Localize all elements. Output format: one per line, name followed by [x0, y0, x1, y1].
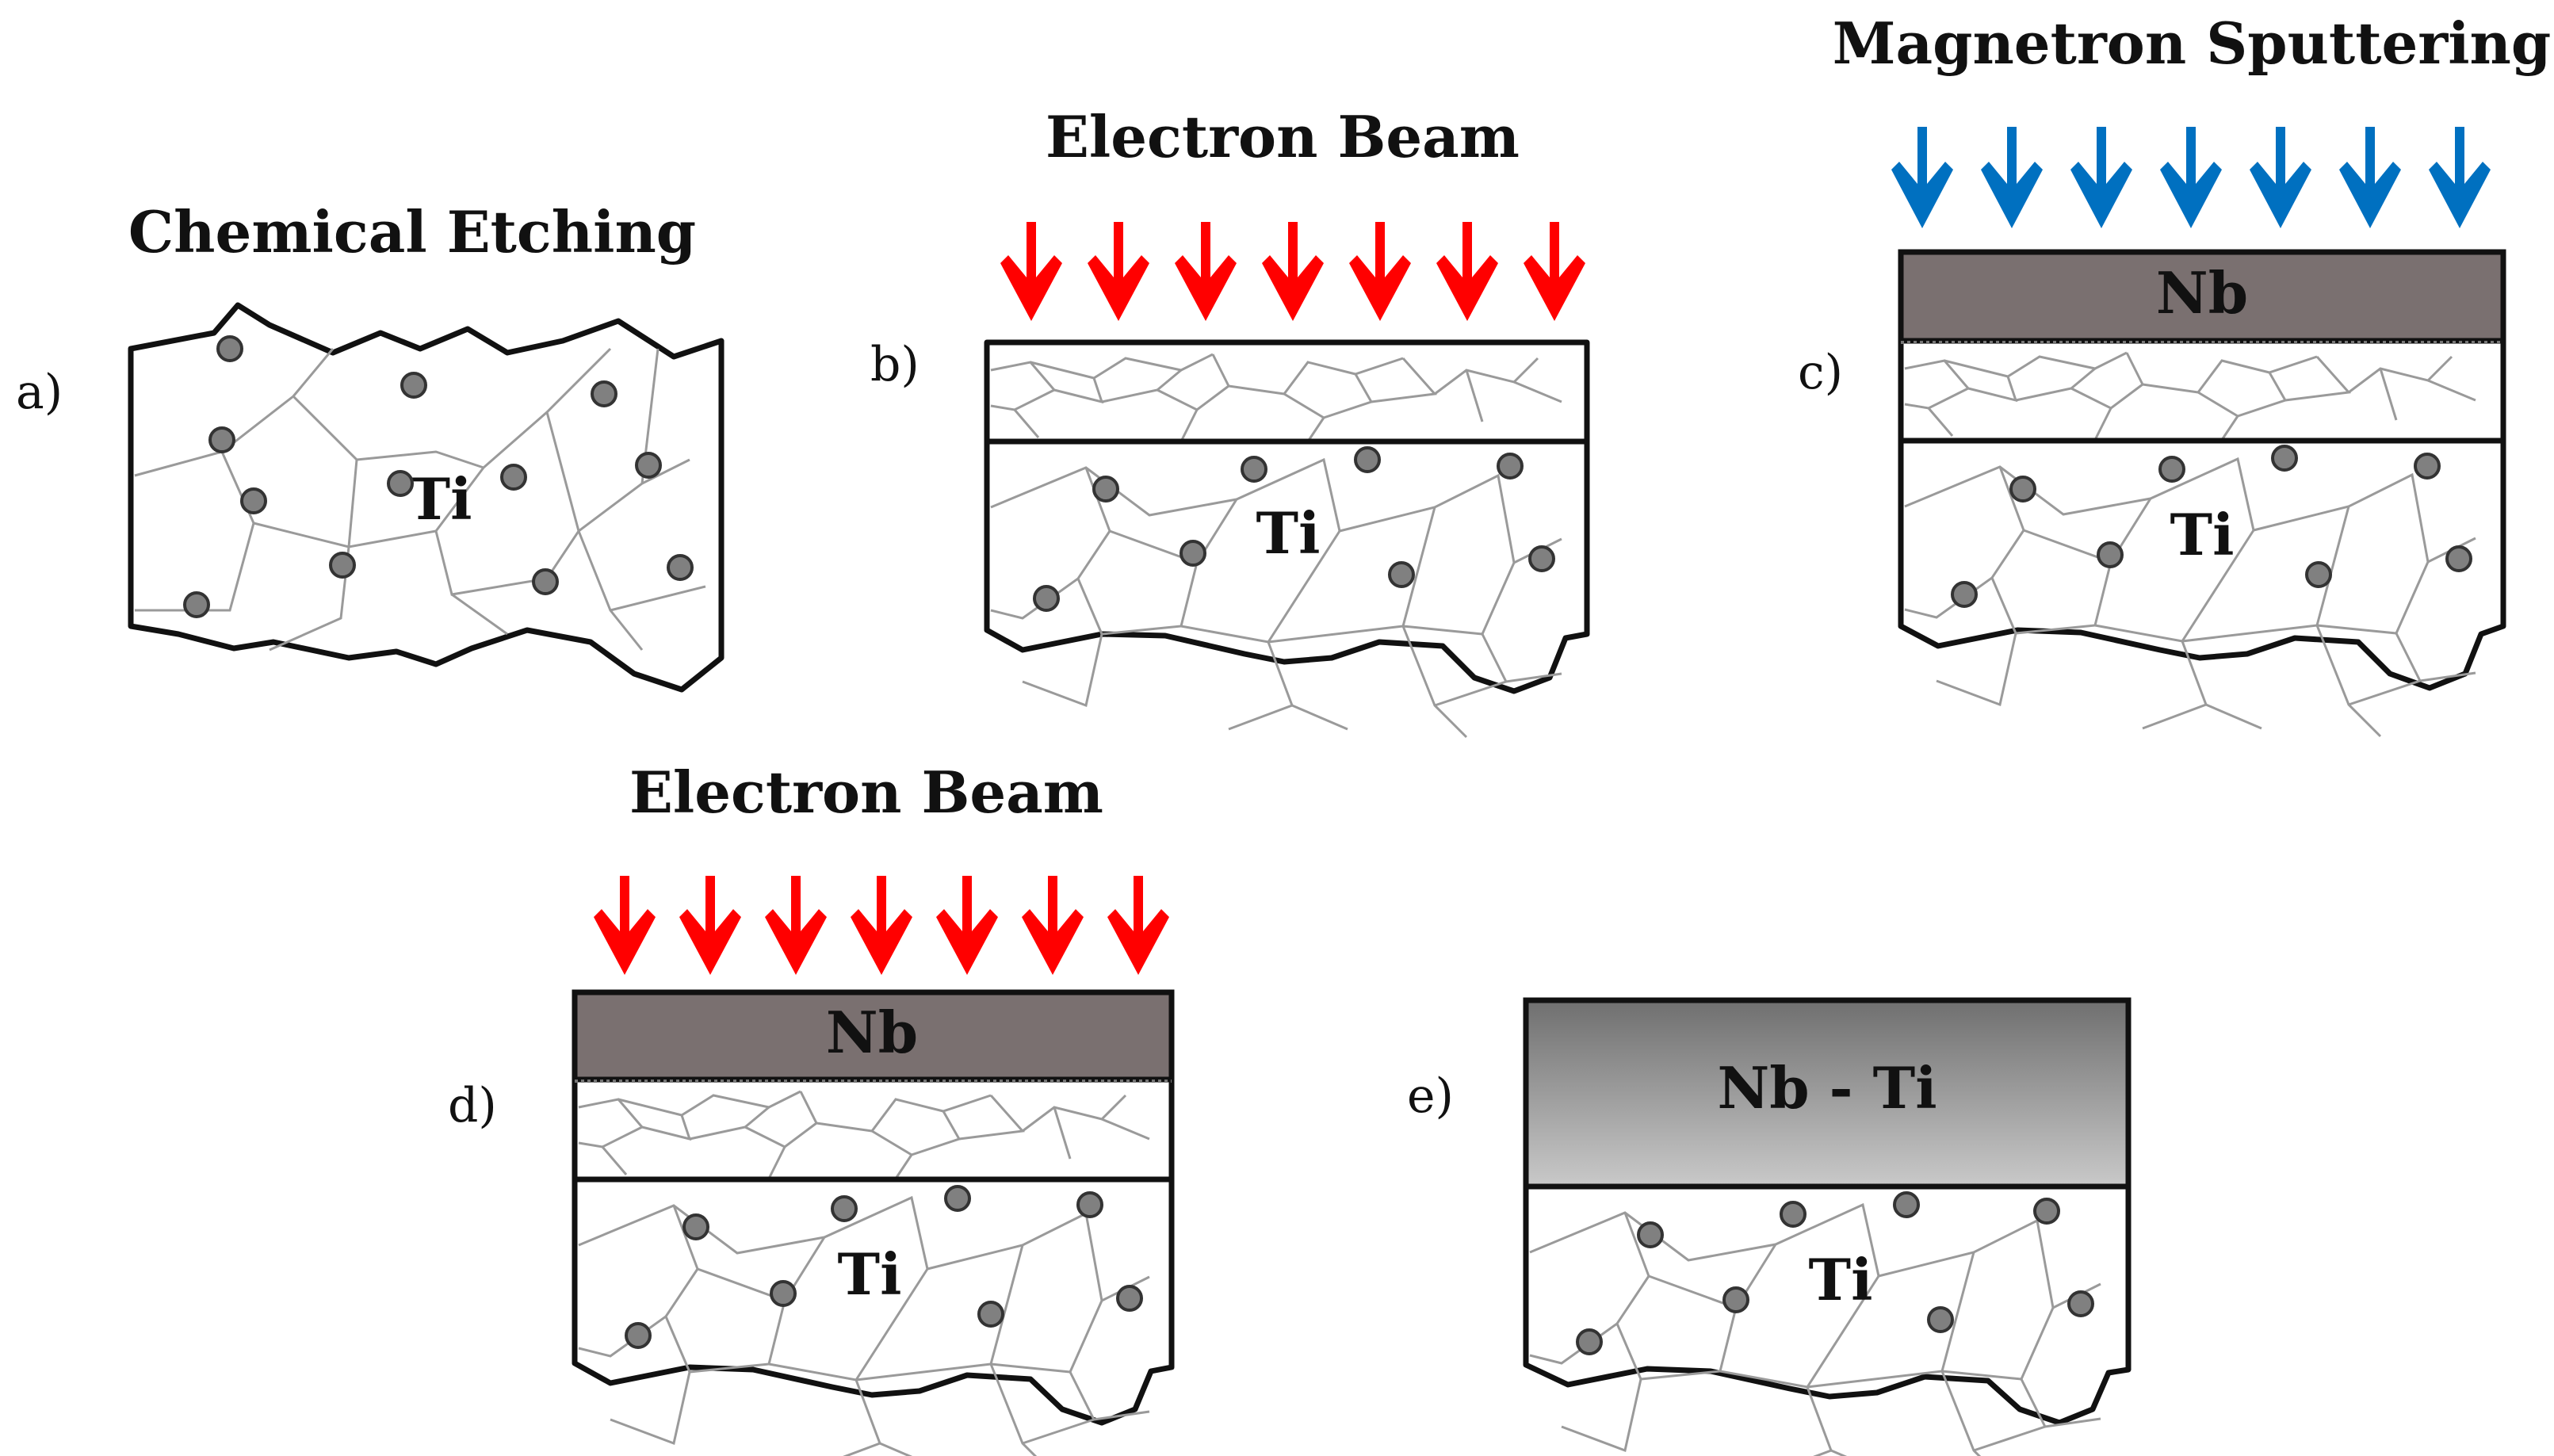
substrate-label-a: Ti — [408, 465, 472, 533]
ti-substrate-b — [984, 339, 1590, 694]
red-arrow-icon — [1000, 222, 1062, 321]
substrate-label-c: Ti — [2170, 501, 2235, 568]
process-label-chemical-etching: Chemical Etching — [128, 198, 696, 266]
coating-label-c: Nb — [2156, 259, 2248, 327]
substrate-label-d: Ti — [838, 1240, 902, 1308]
nb-coating-layer-d — [572, 989, 1175, 1083]
precipitates-c — [1951, 445, 2472, 608]
step-label-e: e) — [1407, 1068, 1454, 1124]
precipitates-d — [625, 1185, 1143, 1349]
panel-a: a) Chemical Etching Ti — [16, 198, 725, 693]
process-label-electron-beam-d: Electron Beam — [629, 759, 1103, 826]
ti-substrate-e — [1523, 1183, 2132, 1426]
precipitates-a — [183, 335, 694, 618]
ti-substrate-d — [572, 1076, 1175, 1426]
precipitates-e — [1576, 1191, 2094, 1355]
electron-beam-arrows-d — [594, 876, 1169, 975]
substrate-label-b: Ti — [1256, 499, 1321, 567]
coating-label-d: Nb — [826, 999, 918, 1066]
step-label-a: a) — [16, 365, 63, 420]
panel-b: b) Electron Beam Ti — [870, 103, 1590, 739]
precipitates-b — [1033, 446, 1555, 612]
process-label-magnetron-sputtering: Magnetron Sputtering — [1833, 10, 2551, 77]
step-label-b: b) — [870, 337, 920, 392]
panel-c: c) Magnetron Sputtering Nb Ti — [1798, 10, 2551, 738]
nb-coating-layer-c — [1898, 249, 2506, 344]
sputtering-arrows-c — [1891, 127, 2491, 228]
panel-d: d) Electron Beam Nb Ti — [448, 759, 1175, 1456]
alloy-label-e: Nb - Ti — [1717, 1054, 1937, 1122]
ti-substrate-c — [1898, 338, 2506, 691]
step-label-d: d) — [448, 1078, 497, 1133]
red-arrow-icon — [594, 876, 656, 975]
ti-substrate-etched — [128, 302, 725, 693]
panel-e: e) Nb - Ti Ti — [1407, 997, 2132, 1456]
process-label-electron-beam-b: Electron Beam — [1046, 103, 1520, 170]
nb-ti-alloy-layer — [1523, 997, 2132, 1190]
electron-beam-arrows-b — [1000, 222, 1585, 321]
substrate-label-e: Ti — [1809, 1246, 1873, 1313]
blue-arrow-icon — [1891, 127, 1953, 228]
step-label-c: c) — [1798, 345, 1843, 400]
